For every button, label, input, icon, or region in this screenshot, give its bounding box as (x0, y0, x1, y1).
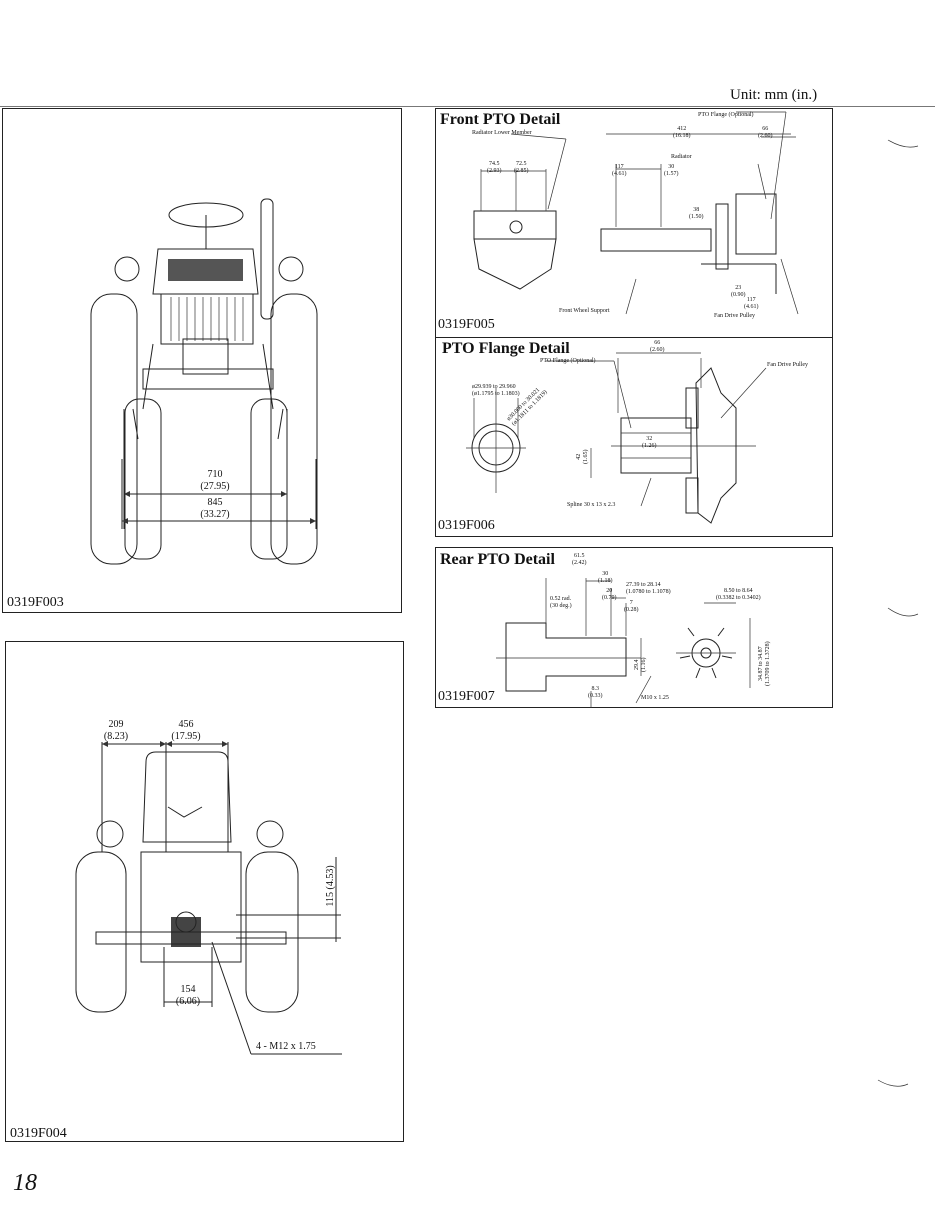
dim-30-rear: 30(1.18) (598, 571, 613, 584)
label-spline: Spline 30 x 13 x 2.3 (567, 502, 616, 508)
rear-pto-title: Rear PTO Detail (440, 551, 555, 568)
figure-code-f007: 0319F007 (438, 689, 495, 704)
rear-view-drawing (75, 741, 342, 1055)
dim-38: 38(1.50) (689, 207, 704, 220)
header-rule (0, 106, 935, 107)
dim-30-front: 30(1.57) (664, 164, 679, 177)
label-radiator-lower-member: Radiator Lower Member (472, 130, 532, 136)
front-pto-title: Front PTO Detail (440, 111, 561, 128)
dim-66-front: 66(2.60) (758, 126, 773, 139)
panel-front-pto-detail: Front PTO Detail Radiator Lower Member P… (435, 108, 833, 338)
figure-code-f004: 0319F004 (10, 1126, 67, 1141)
panel-rear-pto-detail: Rear PTO Detail 61.5(2.42) 30(1.18) 20(0… (435, 547, 833, 708)
label-fan-drive-pulley-flange: Fan Drive Pulley (767, 362, 808, 368)
dim-8-50: 8.50 to 8.64(0.3382 to 0.3402) (716, 588, 761, 601)
dim-845: 845(33.27) (200, 497, 230, 520)
dim-61-5: 61.5(2.42) (572, 553, 587, 566)
pto-flange-title: PTO Flange Detail (442, 340, 570, 357)
dim-72-5: 72.5(2.85) (514, 161, 529, 174)
label-front-wheel-support: Front Wheel Support (559, 308, 610, 314)
front-pto-drawing (473, 111, 799, 315)
front-view-drawing (90, 198, 318, 565)
figure-code-f006: 0319F006 (438, 518, 495, 533)
dim-20: 20(0.79) (602, 588, 617, 601)
label-bore: ø29.939 to 29.960 (ø1.1795 to 1.1803) (472, 384, 520, 397)
dim-117-lower: 117(4.61) (744, 297, 759, 310)
panel-front-view: 710(27.95) 845(33.27) 0319F003 (2, 108, 402, 613)
bolt-callout-m12: 4 - M12 x 1.75 (256, 1041, 316, 1052)
label-pto-flange: PTO Flange (Optional) (698, 112, 754, 118)
dim-27-39: 27.39 to 28.14(1.0780 to 1.1078) (626, 582, 671, 595)
dim-66-flange: 66(2.60) (650, 340, 665, 353)
grille-lines (170, 297, 244, 341)
dim-209: 209(8.23) (103, 719, 129, 742)
label-pto-flange-optional: PTO Flange (Optional) (540, 358, 596, 364)
bolt-callout-m10: M10 x 1.25 (641, 695, 669, 701)
panel-pto-flange-detail: PTO Flange Detail PTO Flange (Optional) … (435, 337, 833, 537)
dim-412: 412(16.18) (673, 126, 691, 139)
dim-456: 456(17.95) (171, 719, 201, 742)
pto-flange-drawing (466, 352, 767, 524)
label-radiator: Radiator (671, 154, 692, 160)
panel-rear-view: 209(8.23) 456(17.95) 115 (4.53) 154(6.06… (5, 641, 404, 1142)
figure-code-f003: 0319F003 (7, 595, 64, 610)
rear-pto-drawing (496, 578, 751, 708)
dim-154: 154(6.06) (175, 984, 201, 1007)
dim-23: 23(0.90) (731, 285, 746, 298)
dim-74-5: 74.5(2.93) (487, 161, 502, 174)
dim-32: 32(1.26) (642, 436, 657, 449)
dim-0-52-rad: 0.52 rad.(30 deg.) (550, 596, 572, 609)
unit-label: Unit: mm (in.) (730, 87, 818, 103)
dim-7: 7(0.28) (624, 600, 639, 613)
dim-710: 710(27.95) (200, 469, 230, 492)
dim-117: 117(4.61) (612, 164, 627, 177)
label-fan-drive-pulley: Fan Drive Pulley (714, 313, 755, 319)
page-number: 18 (13, 1170, 37, 1196)
dim-8-3: 8.3(0.33) (588, 686, 603, 699)
figure-code-f005: 0319F005 (438, 317, 495, 332)
